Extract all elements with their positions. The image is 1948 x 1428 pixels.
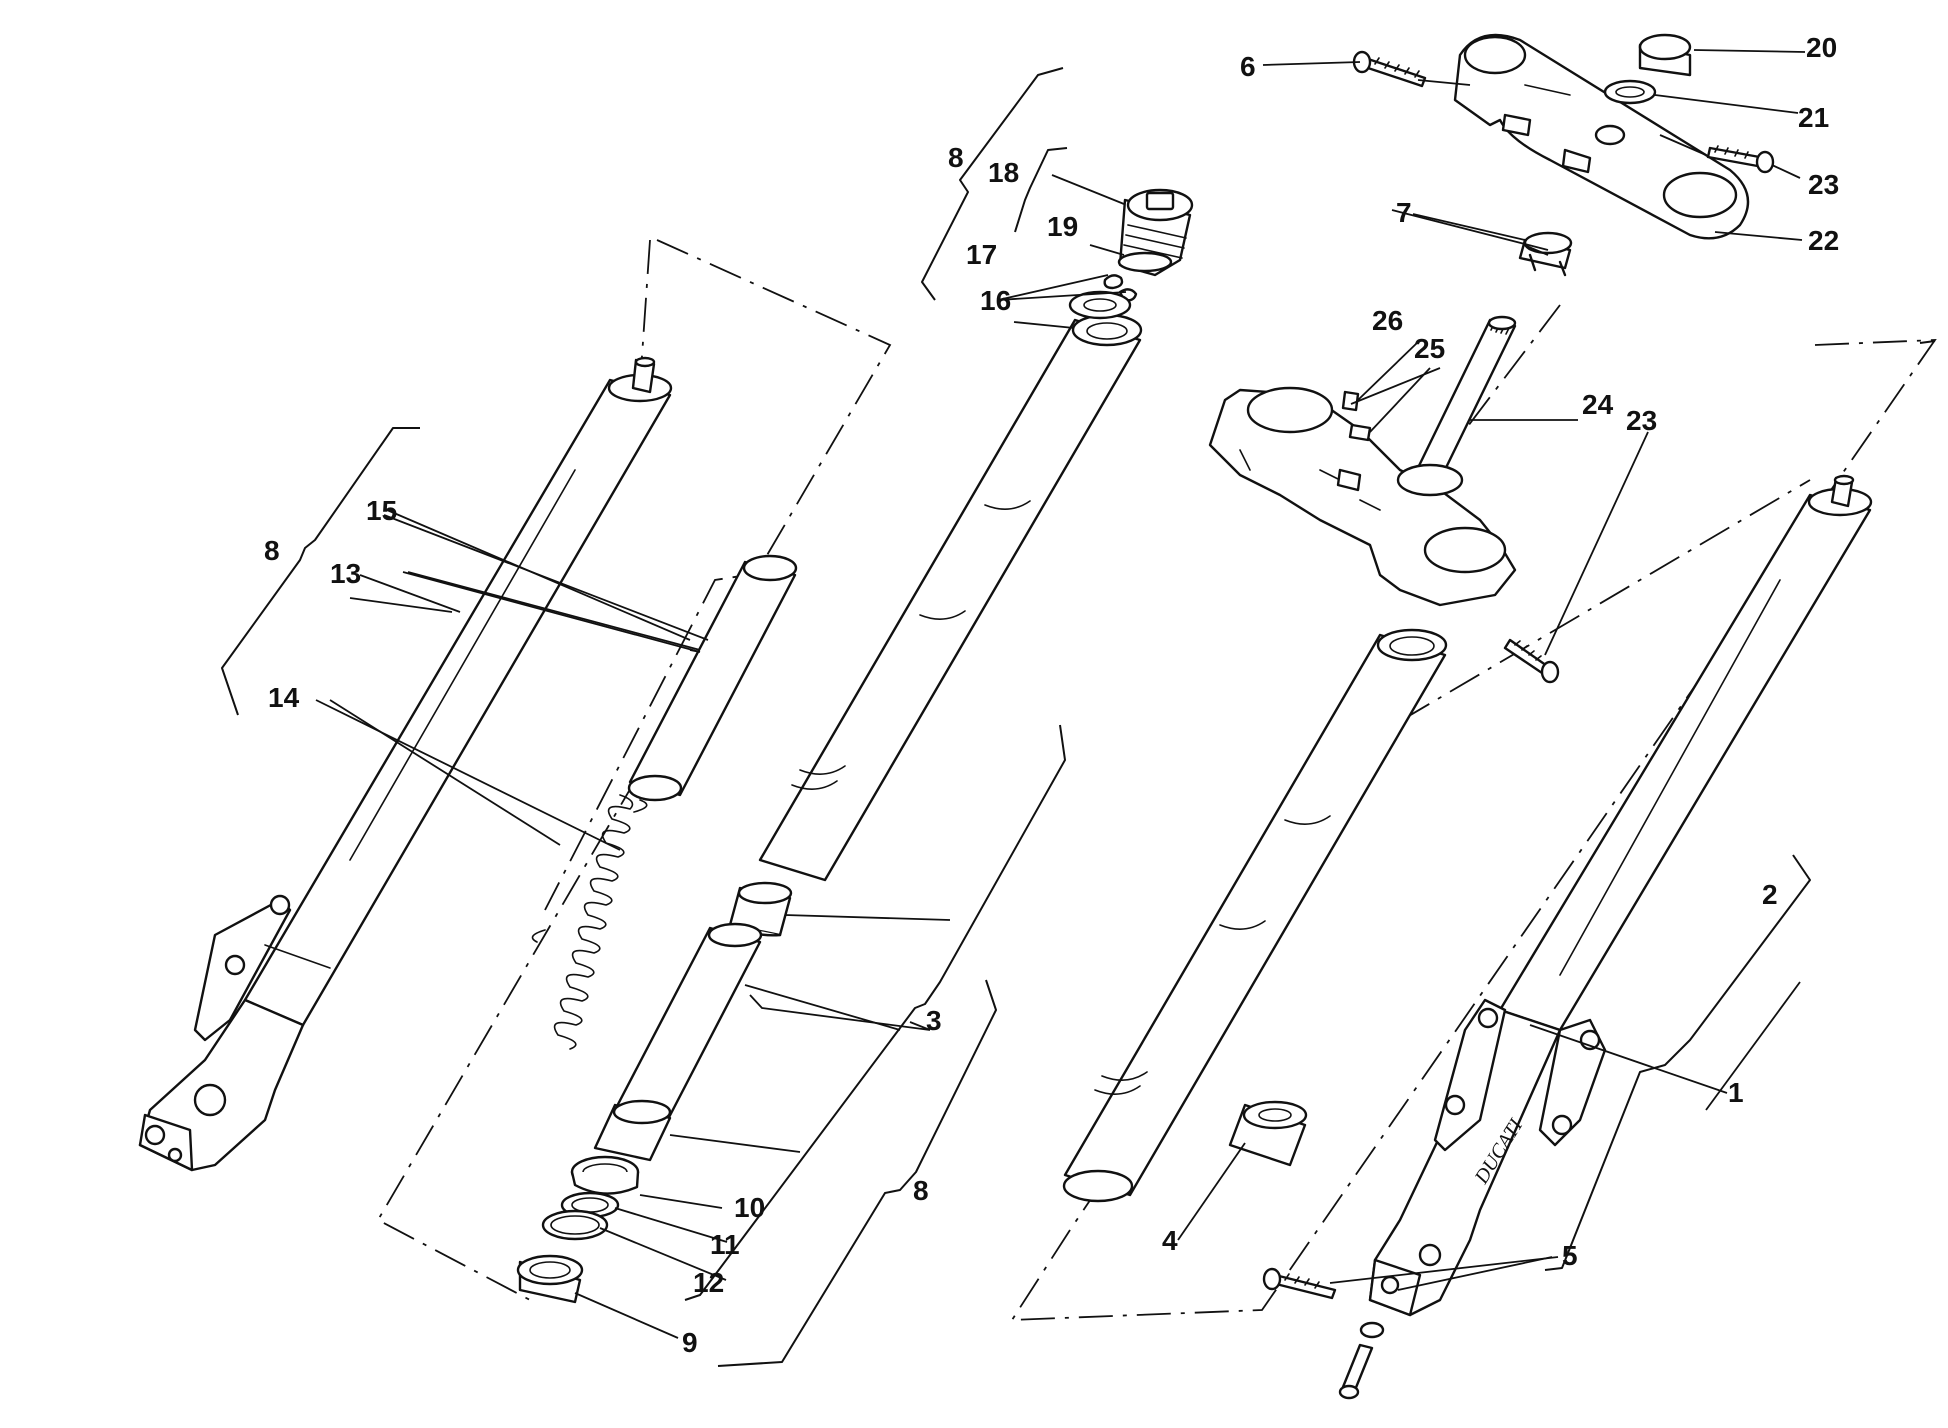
callout-12: 12 — [693, 1267, 724, 1298]
callout-8-bottom: 8 — [913, 1175, 929, 1206]
inner-tube-left — [758, 313, 1143, 882]
callout-7: 7 — [1396, 197, 1412, 228]
callout-8-top: 8 — [948, 142, 964, 173]
braces — [221, 67, 1936, 1367]
callout-26: 26 — [1372, 305, 1403, 336]
callout-16: 16 — [980, 285, 1011, 316]
callout-6: 6 — [1240, 51, 1256, 82]
callout-22: 22 — [1808, 225, 1839, 256]
callout-19: 19 — [1047, 211, 1078, 242]
top-triple-clamp-22 — [1453, 33, 1750, 240]
callout-20: 20 — [1806, 32, 1837, 63]
callout-1: 1 — [1728, 1077, 1744, 1108]
callout-15: 15 — [366, 495, 397, 526]
bolt-23-bottom — [1503, 638, 1560, 684]
callout-13: 13 — [330, 558, 361, 589]
axle-bolt — [1338, 1321, 1385, 1400]
bolt-6 — [1352, 50, 1427, 88]
leader-lines — [315, 49, 1806, 1339]
callout-23-bottom: 23 — [1626, 405, 1657, 436]
callout-23-top: 23 — [1808, 169, 1839, 200]
callout-25: 25 — [1414, 333, 1445, 364]
nut-20-washer-21 — [1603, 33, 1692, 105]
callout-4: 4 — [1162, 1225, 1178, 1256]
cap-assembly-18 — [1068, 188, 1194, 320]
grub-screw-26-nut-25 — [1341, 390, 1372, 442]
callout-24: 24 — [1582, 389, 1614, 420]
bushings-3 — [593, 881, 793, 1162]
inner-tube-right — [1062, 628, 1448, 1203]
callout-21: 21 — [1798, 102, 1829, 133]
callout-8-left: 8 — [264, 535, 280, 566]
callout-11: 11 — [710, 1229, 740, 1260]
damper-rod-15 — [627, 554, 798, 802]
callout-9: 9 — [682, 1327, 698, 1358]
bolt-5 — [1262, 1267, 1337, 1300]
callout-18: 18 — [988, 157, 1019, 188]
spring-14 — [531, 794, 648, 1050]
callout-3: 3 — [926, 1005, 942, 1036]
callout-10: 10 — [734, 1192, 765, 1223]
callout-2: 2 — [1762, 879, 1778, 910]
callout-5: 5 — [1562, 1240, 1578, 1271]
callout-14: 14 — [268, 682, 300, 713]
left-fork-tube-13 — [138, 356, 673, 1172]
bolt-23-top — [1706, 145, 1775, 174]
seals-9-12 — [516, 1155, 640, 1304]
spacer-4 — [1228, 1100, 1308, 1167]
callouts: 1 2 3 4 5 6 7 8 8 8 9 10 11 12 13 14 15 … — [264, 32, 1839, 1358]
callout-17: 17 — [966, 239, 997, 270]
right-fork-leg-1: DUCATI — [1368, 474, 1873, 1317]
